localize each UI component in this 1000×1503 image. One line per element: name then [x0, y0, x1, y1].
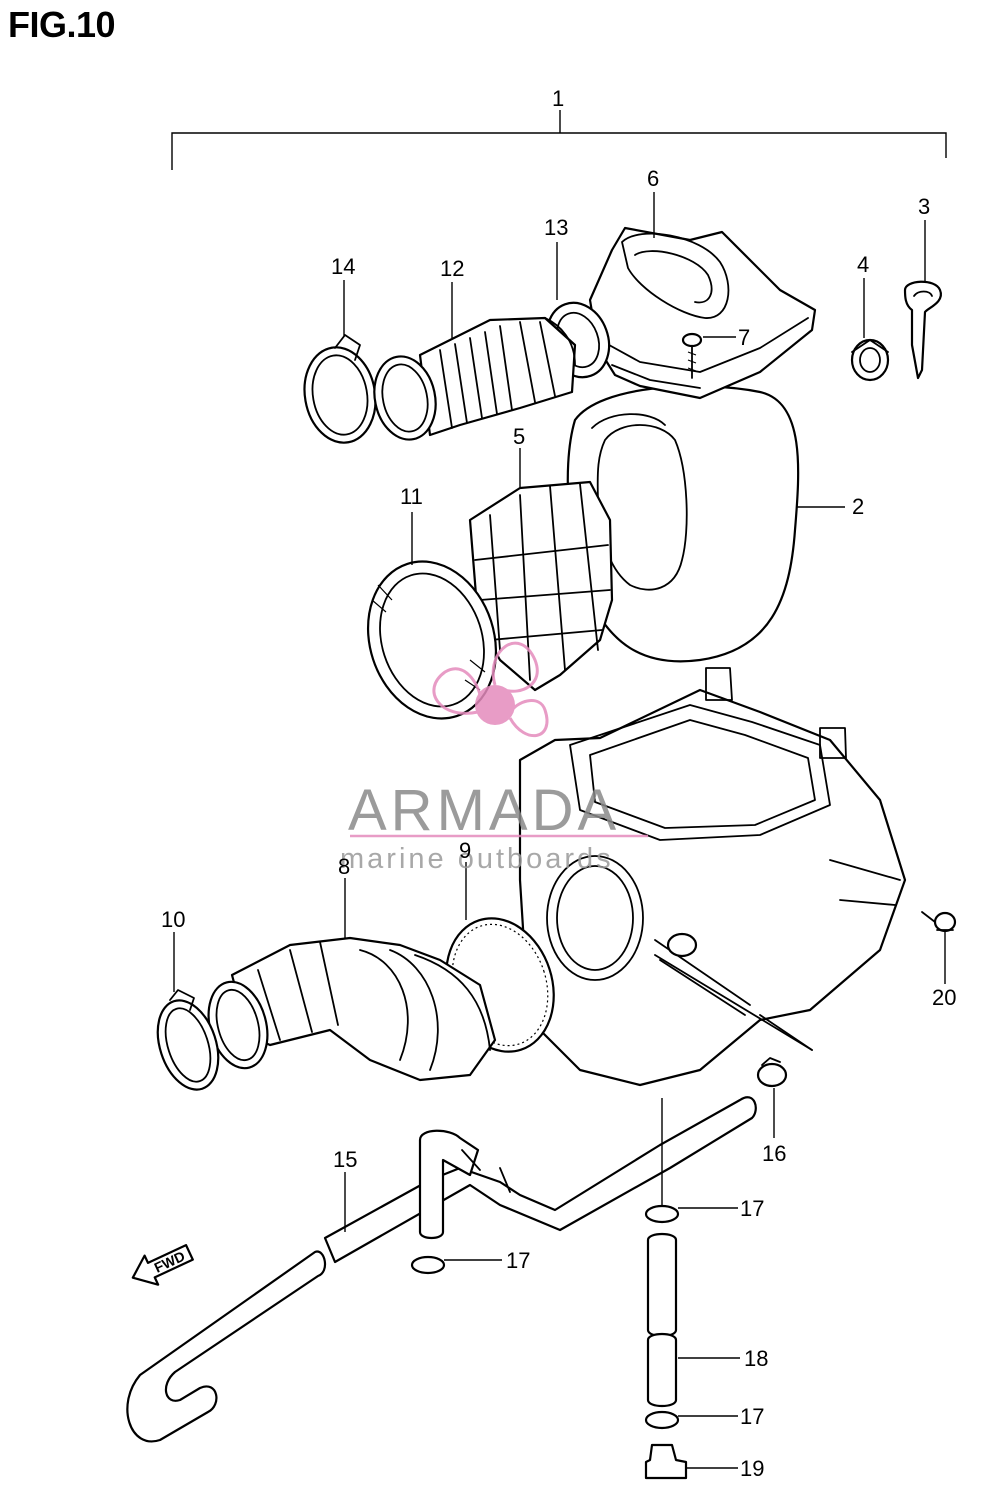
figure-title: FIG.10: [8, 4, 116, 45]
callout-5[interactable]: 5: [513, 424, 525, 449]
callout-11[interactable]: 11: [400, 484, 423, 509]
part-17-clip-left[interactable]: [410, 1255, 502, 1275]
part-17-clip-upper-right[interactable]: [644, 1098, 738, 1224]
callout-14[interactable]: 14: [331, 254, 355, 279]
part-16-small-clamp[interactable]: [756, 1057, 788, 1138]
watermark-tagline: marine outboards: [340, 843, 614, 875]
part-8-inlet-duct[interactable]: [230, 878, 497, 1082]
callout-20[interactable]: 20: [932, 985, 956, 1010]
part-5-filter-cage[interactable]: [468, 448, 614, 692]
callout-17-lower[interactable]: 17: [740, 1404, 764, 1429]
watermark: ARMADA marine outboards: [340, 641, 648, 875]
watermark-propeller-icon: [432, 641, 549, 737]
part-15-breather-hose[interactable]: [126, 1096, 757, 1443]
callout-7[interactable]: 7: [738, 325, 750, 350]
part-19-drain-plug[interactable]: [644, 1443, 738, 1480]
callout-17-left[interactable]: 17: [506, 1248, 530, 1273]
part-3-clip[interactable]: [903, 220, 942, 380]
part-20-bolt[interactable]: [921, 911, 957, 984]
part-11-outlet-ring[interactable]: [348, 512, 515, 735]
part-10-hose-clamp[interactable]: [147, 932, 229, 1097]
part-6-housing-cover[interactable]: [588, 192, 817, 400]
callout-9[interactable]: 9: [459, 838, 471, 863]
part-17-clip-lower[interactable]: [644, 1410, 738, 1430]
callout-8[interactable]: 8: [338, 854, 350, 879]
fwd-direction-arrow: FWD: [131, 1244, 194, 1286]
part-12-intake-duct[interactable]: [418, 282, 577, 437]
callout-18[interactable]: 18: [744, 1346, 768, 1371]
part-4-collar[interactable]: [850, 278, 890, 382]
callout-2[interactable]: 2: [852, 494, 864, 519]
part-14-hose-clamp[interactable]: [297, 280, 383, 448]
callout-3[interactable]: 3: [918, 194, 930, 219]
lower-airbox-housing[interactable]: [518, 667, 907, 1087]
callout-13[interactable]: 13: [544, 215, 568, 240]
callout-19[interactable]: 19: [740, 1456, 764, 1481]
callout-12[interactable]: 12: [440, 256, 464, 281]
callout-4[interactable]: 4: [857, 252, 869, 277]
part-7-screw[interactable]: [681, 332, 736, 379]
callout-16[interactable]: 16: [762, 1141, 786, 1166]
callout-17-upper[interactable]: 17: [740, 1196, 764, 1221]
part-18-drain-tube[interactable]: [646, 1232, 740, 1408]
assembly-bracket: [171, 110, 947, 170]
callout-6[interactable]: 6: [647, 166, 659, 191]
callout-labels: 1 2 3 4 5 6 7 8 9 10 11 12 13 14 15 16 1…: [161, 86, 956, 1481]
callout-10[interactable]: 10: [161, 907, 185, 932]
watermark-brand: ARMADA: [348, 778, 620, 843]
callout-15[interactable]: 15: [333, 1147, 357, 1172]
duct-joint-ring: [373, 355, 437, 441]
callout-1[interactable]: 1: [552, 86, 564, 111]
